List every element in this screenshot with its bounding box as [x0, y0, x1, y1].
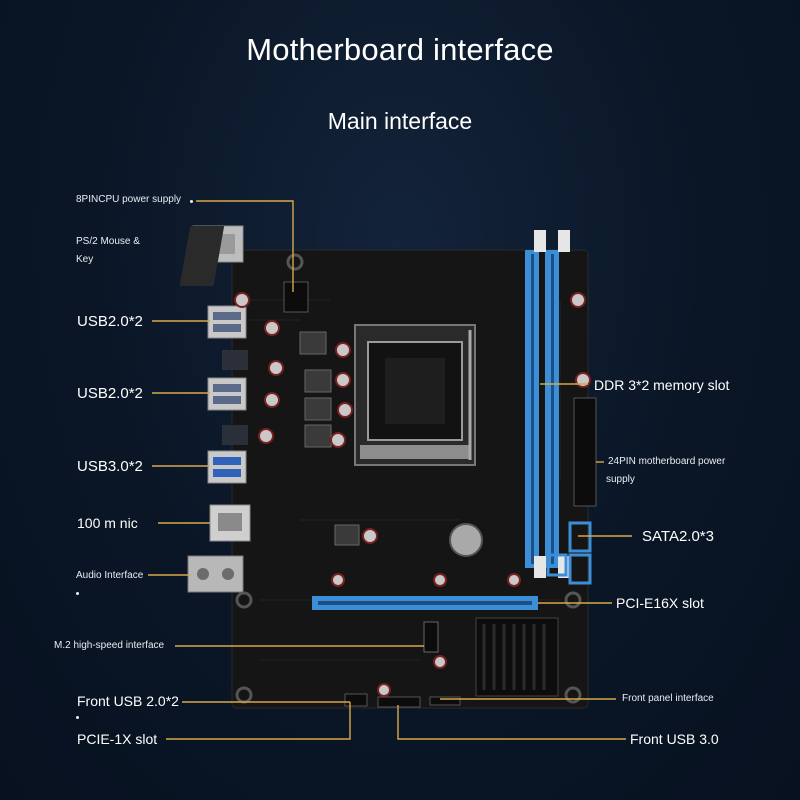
label-cpu-power: 8PINCPU power supply — [76, 194, 182, 205]
sata-ports — [546, 521, 592, 585]
m2-slot — [423, 621, 439, 653]
cpu-power-connector — [283, 281, 309, 313]
label-pcie1x: PCIE-1X slot — [77, 731, 158, 747]
ps2-port — [179, 225, 244, 286]
capacitors — [234, 292, 591, 697]
cmos-battery — [449, 523, 483, 557]
label-usb2-b: USB2.0*2 — [77, 385, 143, 402]
label-24pin-line2: supply — [606, 474, 635, 485]
audio-jacks — [187, 555, 244, 593]
label-dot — [76, 716, 79, 719]
label-front-panel: Front panel interface — [622, 693, 714, 704]
label-usb2-a: USB2.0*2 — [77, 313, 143, 330]
ddr3-slots — [525, 230, 570, 578]
cpu-socket — [354, 324, 476, 466]
chipset-heatsink — [475, 617, 559, 697]
label-ps2-line2: Key — [76, 254, 94, 265]
label-dot — [76, 592, 79, 595]
label-dot — [190, 200, 193, 203]
label-front-usb2: Front USB 2.0*2 — [77, 693, 179, 709]
vrm-chokes — [299, 331, 360, 546]
label-m2: M.2 high-speed interface — [54, 640, 165, 651]
io-shield-gap — [222, 350, 248, 370]
label-audio: Audio Interface — [76, 570, 144, 581]
label-24pin: 24PIN motherboard power — [608, 456, 726, 467]
label-nic: 100 m nic — [77, 515, 138, 531]
usb2-port-stack-b — [207, 377, 247, 411]
usb3-port-stack — [207, 450, 247, 484]
diagram-subtitle: Main interface — [327, 108, 473, 134]
label-sata: SATA2.0*3 — [642, 528, 714, 545]
label-pcie16x: PCI-E16X slot — [616, 595, 704, 611]
label-front-usb3: Front USB 3.0 — [630, 731, 719, 747]
pcie-x16-slot — [312, 596, 538, 610]
label-ps2: PS/2 Mouse & — [76, 236, 140, 247]
atx-24pin-connector — [573, 397, 597, 507]
lan-port — [209, 504, 251, 542]
diagram-title: Motherboard interface — [246, 32, 554, 67]
label-ddr3: DDR 3*2 memory slot — [594, 377, 730, 393]
label-usb3: USB3.0*2 — [77, 458, 143, 475]
usb2-port-stack-a — [207, 305, 247, 339]
leader-lines — [148, 200, 632, 740]
io-shield-gap — [222, 425, 248, 445]
